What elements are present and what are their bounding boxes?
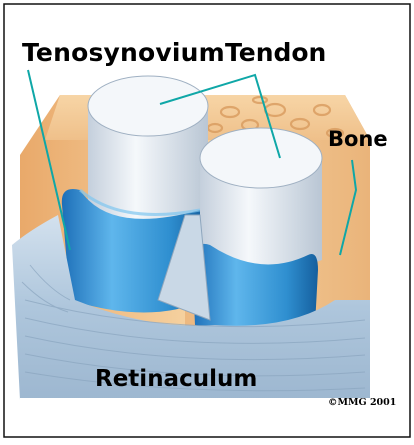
label-retinaculum: Retinaculum xyxy=(95,366,257,392)
label-tendon: Tendon xyxy=(225,38,326,67)
tendon-right xyxy=(200,128,322,271)
label-tenosynovium: Tenosynovium xyxy=(22,38,225,67)
copyright-notice: ©MMG 2001 xyxy=(328,397,396,408)
label-bone: Bone xyxy=(328,127,388,151)
